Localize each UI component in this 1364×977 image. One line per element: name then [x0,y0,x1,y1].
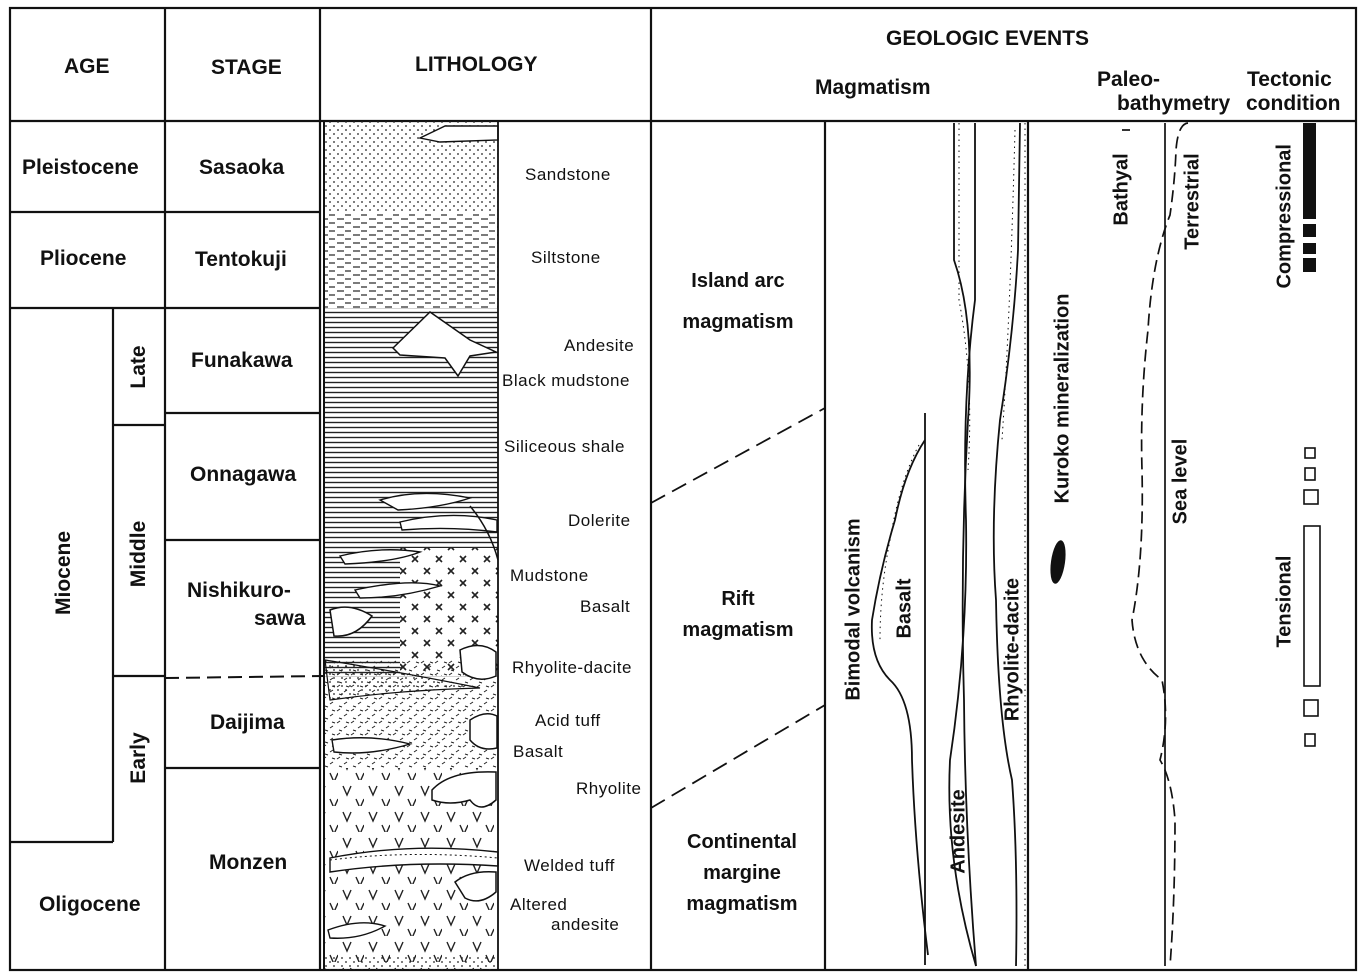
header-condition: condition [1246,92,1340,116]
header-paleo: Paleo- [1097,68,1160,92]
label-bathyal: Bathyal [1111,150,1134,230]
stage-tentokuji: Tentokuji [195,248,287,272]
age-pliocene: Pliocene [40,247,126,271]
litho-sandstone: Sandstone [525,165,611,185]
epoch-middle: Middle [127,514,151,594]
litho-rhyolite: Rhyolite [576,779,641,799]
label-kuroko-mineralization: Kuroko mineralization [1052,294,1075,504]
header-stage: STAGE [211,56,282,80]
stage-nishikurosawa: Nishikuro- [187,579,291,603]
age-pleistocene: Pleistocene [22,156,139,180]
label-terrestrial: Terrestrial [1182,150,1205,254]
litho-welded-tuff: Welded tuff [524,856,615,876]
lithology-column [324,121,498,970]
litho-altered: Altered [510,895,567,915]
stage-onnagawa: Onnagawa [190,463,296,487]
epoch-late: Late [127,337,151,397]
phase-continental-line-2: margine [660,858,824,889]
phase-island-arc-line-2: magmatism [656,307,820,338]
phase-continental-line-3: magmatism [660,889,824,920]
tectonic-condition-symbols [1303,123,1320,746]
litho-dolerite: Dolerite [568,511,631,531]
header-age: AGE [64,55,110,79]
label-sea-level: Sea level [1170,432,1193,532]
phase-continental-line-1: Continental [660,827,824,858]
age-oligocene: Oligocene [39,893,141,917]
phase-rift-line-2: magmatism [656,615,820,646]
header-bathymetry: bathymetry [1117,92,1230,116]
stage-sasaoka: Sasaoka [199,156,284,180]
label-compressional: Compressional [1274,149,1297,289]
label-basalt: Basalt [894,569,917,649]
age-miocene: Miocene [52,535,76,615]
litho-basalt: Basalt [580,597,630,617]
litho-acid-tuff: Acid tuff [535,711,601,731]
kuroko-deposit-icon [1048,539,1068,585]
litho-mudstone: Mudstone [510,566,589,586]
stage-nishikurosawa-2: sawa [254,607,305,631]
stage-daijima: Daijima [210,711,285,735]
label-bimodal-volcanism: Bimodal volcanism [843,510,866,710]
litho-andesite-2: andesite [551,915,619,935]
header-geologic-events: GEOLOGIC EVENTS [886,27,1089,51]
litho-rhyolite-dacite: Rhyolite-dacite [512,658,632,678]
phase-continental: Continental margine magmatism [660,827,824,920]
stage-monzen: Monzen [209,851,287,875]
litho-andesite: Andesite [564,336,634,356]
phase-rift: Rift magmatism [656,584,820,646]
header-tectonic: Tectonic [1247,68,1332,92]
litho-siltstone: Siltstone [531,248,601,268]
header-lithology: LITHOLOGY [415,53,538,77]
phase-rift-line-1: Rift [656,584,820,615]
litho-black-mudstone: Black mudstone [502,371,630,391]
label-tensional: Tensional [1274,550,1297,654]
label-rhyolite-dacite: Rhyolite-dacite [1002,575,1025,725]
stage-funakawa: Funakawa [191,349,293,373]
epoch-early: Early [127,728,151,788]
litho-siliceous-shale: Siliceous shale [504,437,625,457]
litho-basalt-2: Basalt [513,742,563,762]
paleobathymetry-curves [1122,123,1188,966]
header-magmatism: Magmatism [815,76,931,100]
phase-island-arc: Island arc magmatism [656,266,820,338]
phase-island-arc-line-1: Island arc [656,266,820,297]
label-andesite: Andesite [948,785,971,879]
